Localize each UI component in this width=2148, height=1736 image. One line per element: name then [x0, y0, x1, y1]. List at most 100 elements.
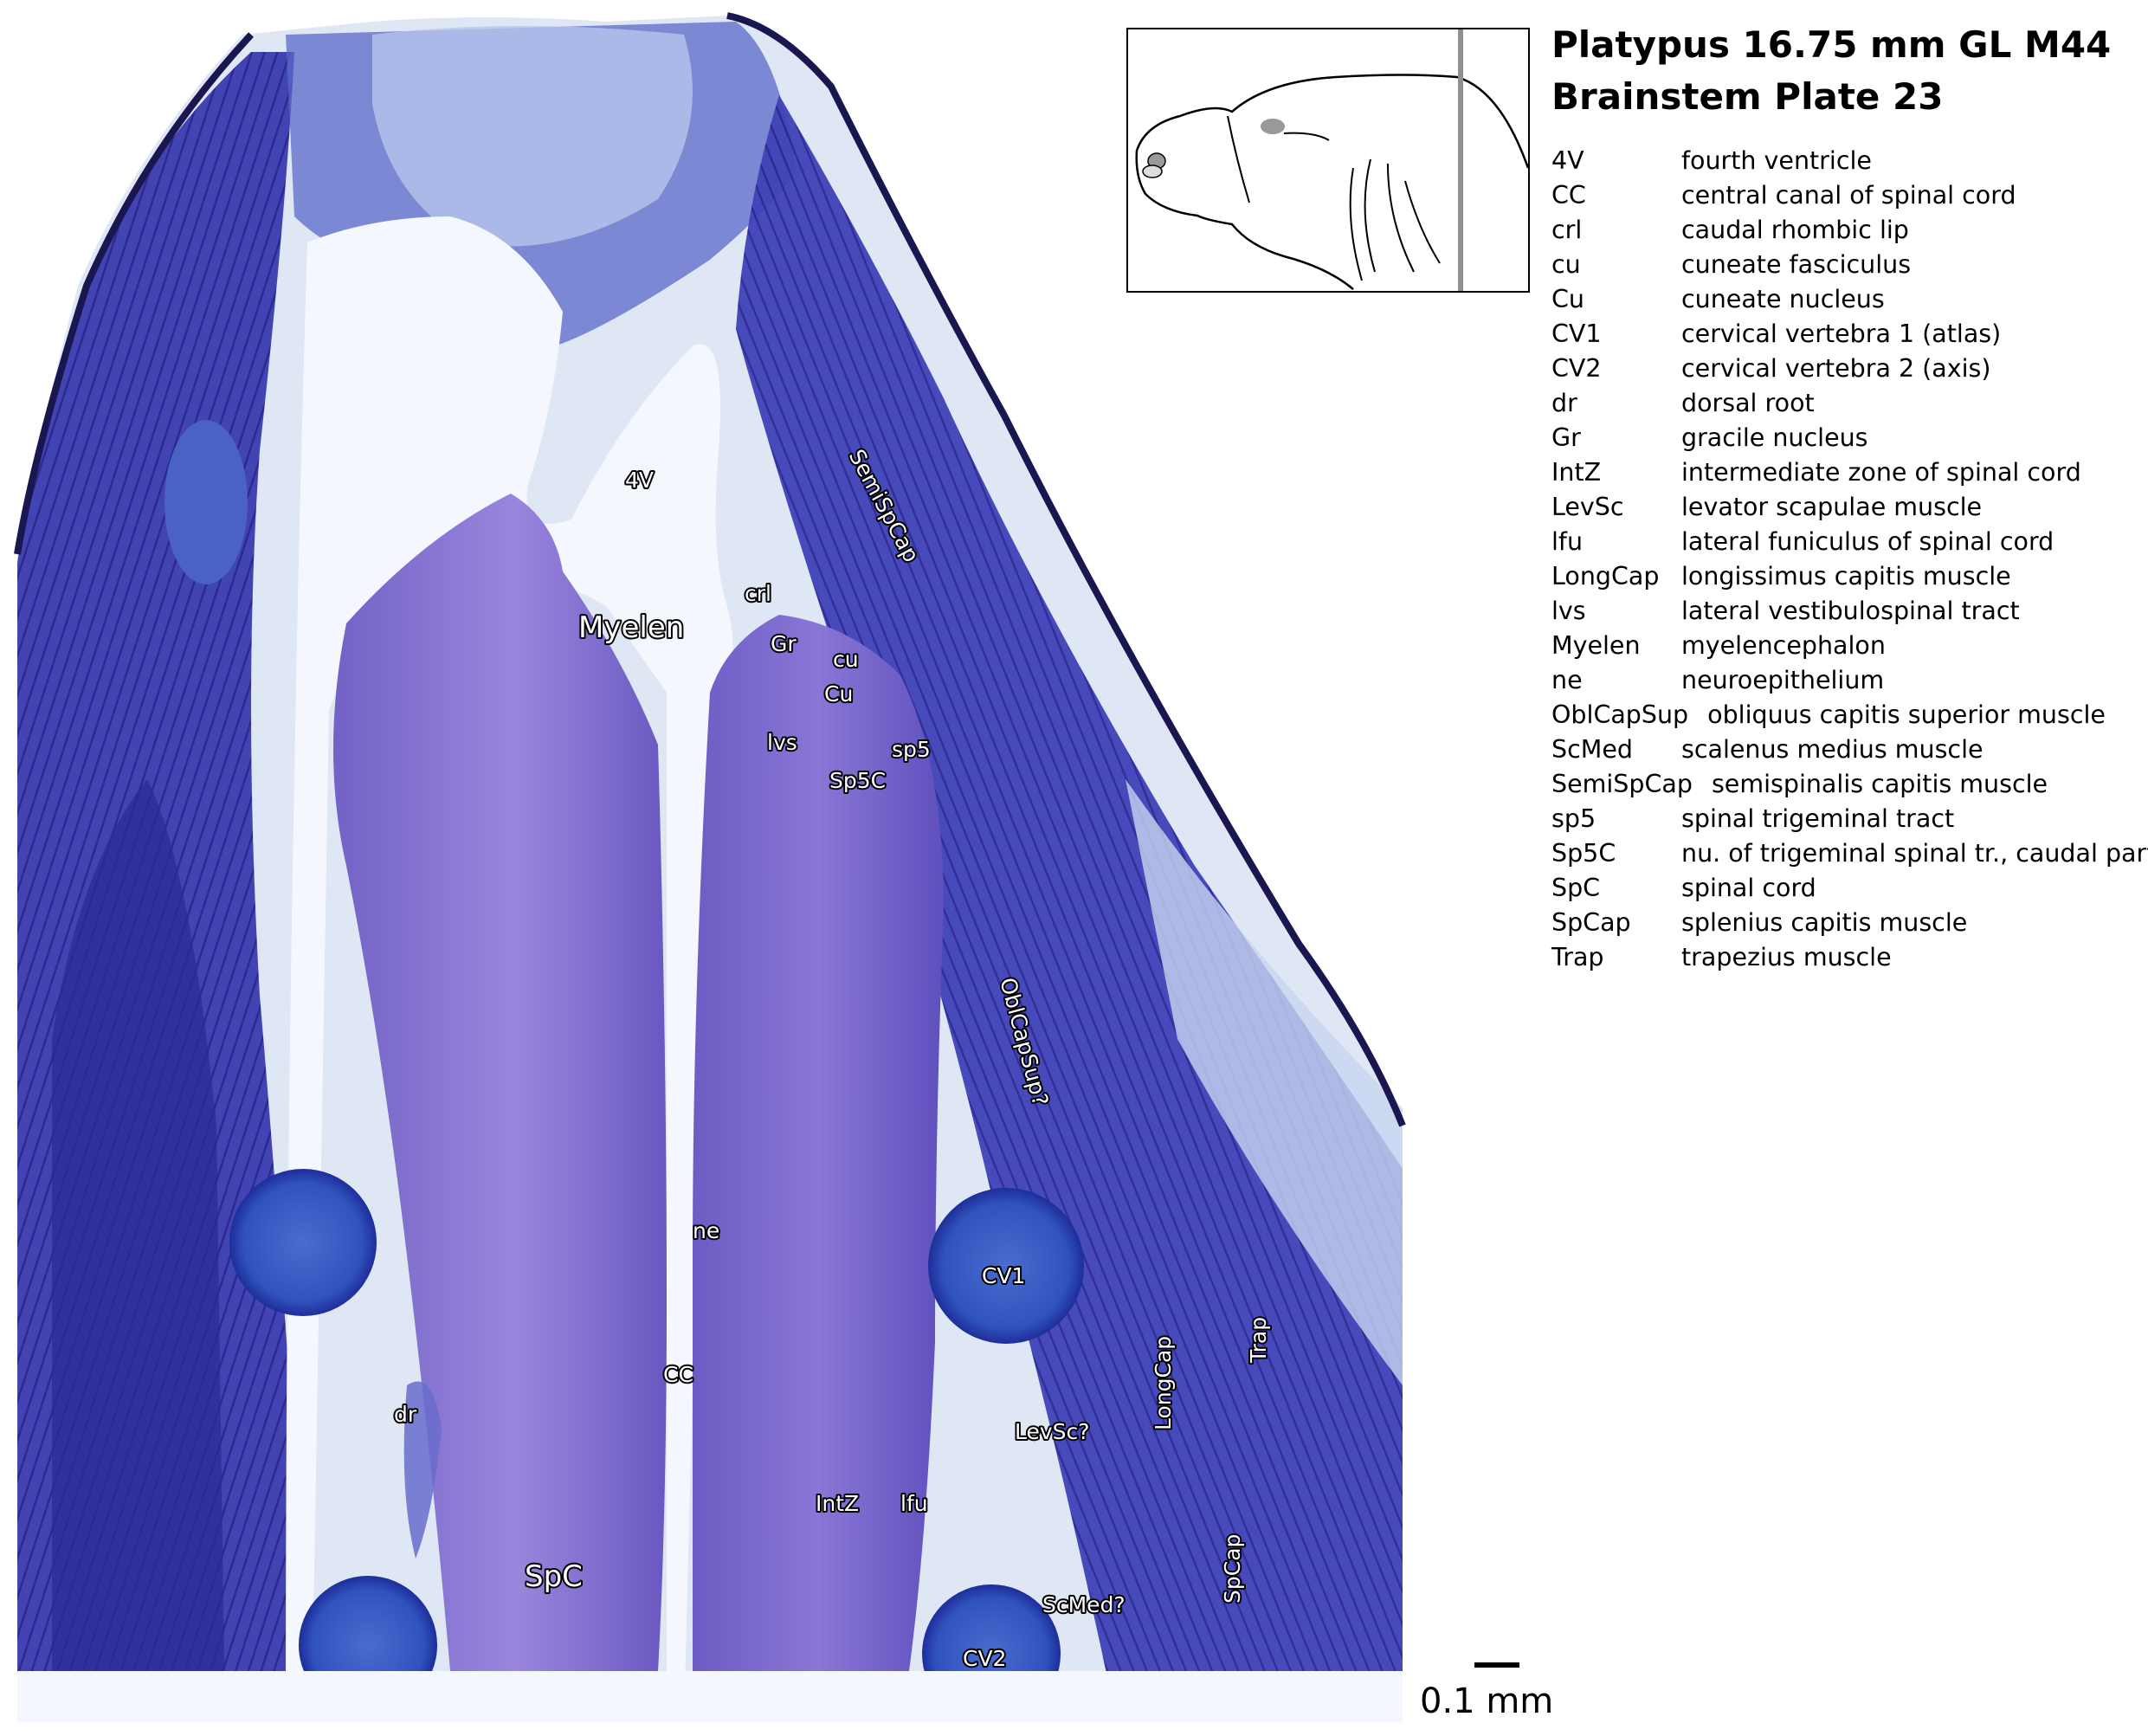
label-cv1: CV1 [982, 1263, 1025, 1288]
scale-bar [1474, 1662, 1519, 1668]
legend-abbreviation: SemiSpCap [1551, 770, 1693, 798]
label-dr: dr [394, 1402, 417, 1427]
legend-row: ScMed scalenus medius muscle [1551, 732, 2145, 767]
legend-term: cuneate fasciculus [1681, 250, 1912, 279]
legend-abbreviation: Sp5C [1551, 839, 1616, 868]
legend-term: obliquus capitis superior muscle [1707, 700, 2106, 729]
legend-term: lateral funiculus of spinal cord [1681, 527, 2054, 556]
left-cv1-cartilage [229, 1169, 377, 1316]
label-trap: Trap [1246, 1317, 1271, 1364]
legend-term: gracile nucleus [1681, 423, 1868, 452]
label-lvs: lvs [767, 730, 797, 755]
legend-term: caudal rhombic lip [1681, 216, 1909, 244]
legend-row: lfu lateral funiculus of spinal cord [1551, 525, 2145, 559]
legend-abbreviation: IntZ [1551, 458, 1602, 487]
legend-term: longissimus capitis muscle [1681, 562, 2011, 590]
label-cu-fasciculus: cu [833, 647, 859, 672]
legend-term: trapezius muscle [1681, 943, 1892, 971]
scale-bar-label: 0.1 mm [1420, 1681, 1554, 1721]
label-sp5c: Sp5C [829, 768, 886, 793]
legend-term: intermediate zone of spinal cord [1681, 458, 2081, 487]
right-neural-tube [693, 615, 944, 1671]
legend-abbreviation: OblCapSup [1551, 700, 1689, 729]
legend-row: LongCap longissimus capitis muscle [1551, 559, 2145, 594]
legend-term: central canal of spinal cord [1681, 181, 2016, 210]
legend-term: fourth ventricle [1681, 146, 1872, 175]
label-myelen: Myelen [578, 610, 684, 645]
legend-term: dorsal root [1681, 389, 1815, 417]
title-line-1: Platypus 16.75 mm GL M44 [1551, 23, 2112, 66]
legend-abbreviation: Gr [1551, 423, 1581, 452]
legend-abbreviation: CC [1551, 181, 1586, 210]
section-plane-line [1458, 29, 1463, 291]
legend-abbreviation: LevSc [1551, 493, 1624, 521]
legend-row: cu cuneate fasciculus [1551, 248, 2145, 282]
right-cv1-cartilage [928, 1188, 1084, 1344]
legend-abbreviation: CV2 [1551, 354, 1602, 383]
legend-abbreviation: 4V [1551, 146, 1584, 175]
label-spc: SpC [525, 1559, 583, 1594]
legend-abbreviation: Myelen [1551, 631, 1641, 660]
legend-abbreviation: Cu [1551, 285, 1584, 313]
legend-row: 4V fourth ventricle [1551, 144, 2145, 178]
legend-row: CV1 cervical vertebra 1 (atlas) [1551, 317, 2145, 352]
legend-abbreviation: cu [1551, 250, 1581, 279]
legend-abbreviation: sp5 [1551, 804, 1596, 833]
legend-abbreviation: ScMed [1551, 735, 1633, 764]
legend-term: cuneate nucleus [1681, 285, 1885, 313]
legend-abbreviation: LongCap [1551, 562, 1660, 590]
label-sp5: sp5 [892, 737, 931, 762]
label-ne: ne [693, 1218, 719, 1243]
dorsal-root [403, 1381, 442, 1559]
label-cu-nucleus: Cu [824, 681, 853, 707]
legend-abbreviation: lfu [1551, 527, 1584, 556]
label-spcap: SpCap [1220, 1534, 1245, 1604]
label-cv2: CV2 [963, 1646, 1006, 1671]
legend-term: spinal trigeminal tract [1681, 804, 1955, 833]
head-inset [1126, 28, 1530, 293]
legend-abbreviation: Trap [1551, 943, 1604, 971]
label-intz: IntZ [816, 1491, 859, 1516]
legend-term: myelencephalon [1681, 631, 1886, 660]
skin-edge [14, 32, 254, 555]
legend-row: SemiSpCap semispinalis capitis muscle [1551, 767, 2145, 802]
legend-abbreviation: ne [1551, 666, 1583, 694]
legend-term: levator scapulae muscle [1681, 493, 1983, 521]
legend-term: nu. of trigeminal spinal tr., caudal par… [1681, 839, 2148, 868]
label-gr: Gr [771, 631, 797, 656]
label-levsc: LevSc? [1015, 1419, 1090, 1444]
legend-row: CC central canal of spinal cord [1551, 178, 2145, 213]
legend-row: LevSc levator scapulae muscle [1551, 490, 2145, 525]
label-crl: crl [745, 581, 771, 606]
legend-term: neuroepithelium [1681, 666, 1885, 694]
left-upper-ganglion [164, 420, 248, 584]
label-longcap: LongCap [1151, 1336, 1176, 1430]
label-cc: CC [663, 1362, 693, 1387]
legend-row: ne neuroepithelium [1551, 663, 2145, 698]
legend-row: OblCapSup obliquus capitis superior muscl… [1551, 698, 2145, 732]
legend-row: Cu cuneate nucleus [1551, 282, 2145, 317]
plate-title: Platypus 16.75 mm GL M44 Brainstem Plate… [1551, 19, 2140, 123]
legend-abbreviation: lvs [1551, 597, 1586, 625]
left-neural-tube [333, 494, 667, 1671]
legend-row: CV2 cervical vertebra 2 (axis) [1551, 352, 2145, 386]
legend-abbreviation: CV1 [1551, 319, 1602, 348]
legend-row: Sp5C nu. of trigeminal spinal tr., caudal… [1551, 836, 2148, 871]
legend-row: Myelen myelencephalon [1551, 629, 2145, 663]
legend-abbreviation: SpC [1551, 874, 1601, 902]
label-scmed: ScMed? [1042, 1592, 1126, 1617]
title-line-2: Brainstem Plate 23 [1551, 75, 1944, 118]
legend-term: semispinalis capitis muscle [1711, 770, 2048, 798]
legend-term: splenius capitis muscle [1681, 908, 1968, 937]
legend-term: scalenus medius muscle [1681, 735, 1984, 764]
legend-term: cervical vertebra 2 (axis) [1681, 354, 1991, 383]
head-outline [1135, 74, 1530, 290]
legend-term: cervical vertebra 1 (atlas) [1681, 319, 2002, 348]
